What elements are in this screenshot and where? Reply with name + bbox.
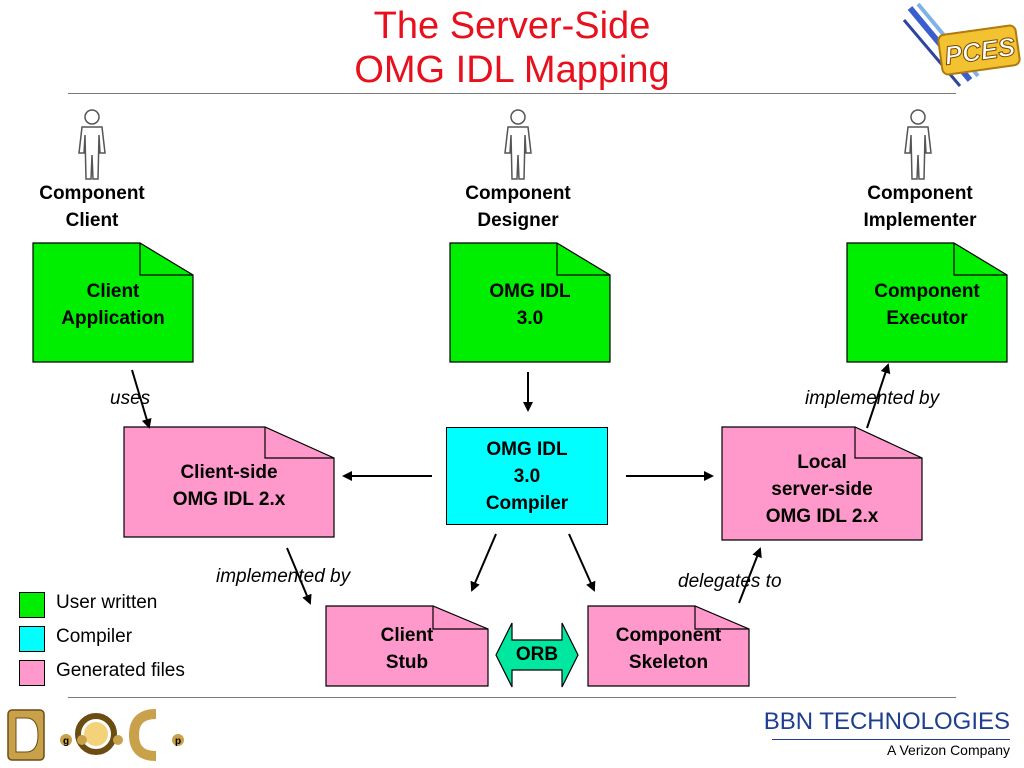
svg-text:g: g: [63, 736, 69, 747]
top-divider: [68, 93, 956, 94]
legend-swatch-compiler: [19, 626, 45, 652]
local-idl-line-2: server-side: [771, 479, 873, 500]
bbn-tagline: A Verizon Company: [887, 742, 1010, 758]
legend-label-generated: Generated files: [56, 660, 185, 681]
compiler-line-2: 3.0: [513, 466, 541, 487]
designer-person-icon: [504, 109, 532, 180]
role-implementer-line-1: Component: [867, 183, 973, 204]
bottom-divider: [68, 697, 956, 698]
client-side-idl-line-1: Client-side: [180, 462, 278, 483]
client-application-doc: Client Application: [32, 242, 194, 363]
component-skeleton-doc: Component Skeleton: [587, 605, 750, 687]
note-implemented-by-left: implemented by: [216, 566, 351, 587]
client-side-idl-doc: Client-side OMG IDL 2.x: [123, 426, 335, 538]
pces-logo-badge: [937, 24, 1021, 76]
role-component-designer: Component Designer: [438, 180, 598, 234]
title-line-2: OMG IDL Mapping: [354, 49, 670, 91]
local-server-side-idl-doc: Local server-side OMG IDL 2.x: [721, 426, 923, 541]
compiler-line-3: Compiler: [485, 493, 569, 514]
local-idl-line-1: Local: [797, 452, 847, 473]
pces-logo: PCES: [902, 2, 1021, 87]
component-skeleton-line-2: Skeleton: [628, 652, 709, 673]
client-person-icon: [78, 109, 106, 180]
bbn-technologies-logo: BBN TECHNOLOGIES A Verizon Company: [764, 708, 1010, 764]
note-uses: uses: [110, 388, 151, 409]
arrow-delegates-to: [738, 547, 762, 604]
implementer-person-icon: [904, 109, 932, 180]
client-application-line-1: Client: [86, 281, 140, 302]
client-stub-doc: Client Stub: [325, 605, 489, 687]
bbn-name: BBN TECHNOLOGIES: [763, 708, 1010, 735]
svg-text:p: p: [175, 736, 181, 747]
orb-label: ORB: [515, 644, 559, 665]
orb-double-arrow: ORB: [494, 620, 580, 690]
role-designer-line-1: Component: [465, 183, 571, 204]
role-component-implementer: Component Implementer: [838, 180, 1002, 234]
role-designer-line-2: Designer: [477, 210, 559, 231]
arrow-compiler-to-skeleton: [568, 533, 596, 592]
component-executor-doc: Component Executor: [846, 242, 1008, 363]
compiler-line-1: OMG IDL: [486, 439, 568, 460]
omg-idl-30-line-2: 3.0: [516, 308, 544, 329]
client-side-idl-line-2: OMG IDL 2.x: [172, 489, 286, 510]
idl-compiler-box: OMG IDL 3.0 Compiler: [446, 427, 608, 525]
client-stub-line-2: Stub: [385, 652, 429, 673]
doc-group-logo: g p: [7, 709, 184, 761]
arrow-implemented-by-stub: [286, 547, 312, 605]
page-title: The Server-Side OMG IDL Mapping: [0, 4, 1024, 92]
role-implementer-line-2: Implementer: [863, 210, 977, 231]
client-application-line-2: Application: [61, 308, 165, 329]
legend-swatch-user-written: [19, 592, 45, 618]
role-client-line-1: Component: [39, 183, 145, 204]
component-executor-line-2: Executor: [886, 308, 968, 329]
title-line-1: The Server-Side: [373, 5, 651, 47]
legend-swatch-generated: [19, 660, 45, 686]
omg-idl-30-line-1: OMG IDL: [489, 281, 571, 302]
arrow-implemented-by-executor: [866, 363, 891, 429]
legend-label-user-written: User written: [56, 592, 158, 613]
arrow-uses: [131, 369, 152, 429]
note-implemented-by-right: implemented by: [805, 388, 940, 409]
arrow-compiler-to-stub: [470, 533, 497, 592]
legend-label-compiler: Compiler: [56, 626, 133, 647]
role-component-client: Component Client: [12, 180, 172, 234]
component-executor-line-1: Component: [874, 281, 980, 302]
bbn-underline: [772, 739, 1010, 740]
note-delegates-to: delegates to: [678, 571, 782, 592]
component-skeleton-line-1: Component: [615, 625, 722, 646]
role-client-line-2: Client: [65, 210, 119, 231]
client-stub-line-1: Client: [380, 625, 434, 646]
local-idl-line-3: OMG IDL 2.x: [765, 506, 879, 527]
omg-idl-30-doc: OMG IDL 3.0: [449, 242, 611, 363]
